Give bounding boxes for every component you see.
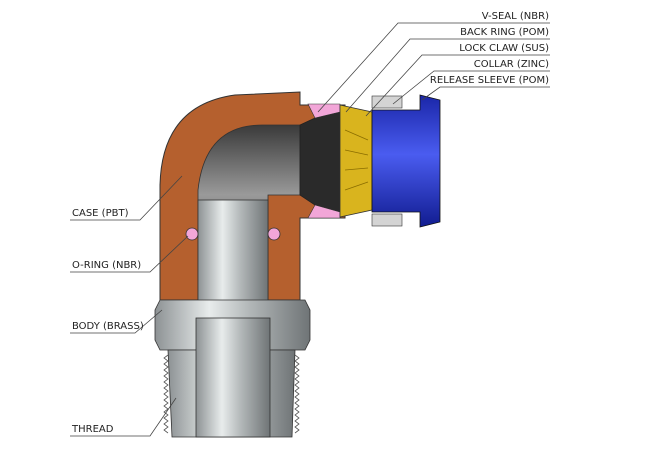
label-release-sleeve: RELEASE SLEEVE (POM) xyxy=(430,75,549,86)
lock-claw-part xyxy=(339,104,373,218)
label-case: CASE (PBT) xyxy=(72,208,129,219)
leader-lines-right xyxy=(317,22,550,117)
label-body: BODY (BRASS) xyxy=(72,321,144,332)
collar-part xyxy=(371,95,403,109)
label-lock-claw: LOCK CLAW (SUS) xyxy=(459,43,549,54)
o-ring-left xyxy=(185,227,199,241)
label-back-ring: BACK RING (POM) xyxy=(460,27,549,38)
collar-part-lower xyxy=(371,213,403,227)
thread-bore xyxy=(195,317,271,438)
label-collar: COLLAR (ZINC) xyxy=(474,59,549,70)
label-thread: THREAD xyxy=(71,424,114,435)
leader-lines-left xyxy=(70,175,189,437)
body-tube xyxy=(197,199,269,306)
v-seal-part xyxy=(299,111,341,213)
label-v-seal: V-SEAL (NBR) xyxy=(482,11,549,22)
thread-teeth xyxy=(163,354,300,434)
label-o-ring: O-RING (NBR) xyxy=(72,260,141,271)
lock-claw-teeth xyxy=(344,129,369,191)
o-ring-right xyxy=(267,227,281,241)
release-sleeve-part xyxy=(371,94,441,228)
